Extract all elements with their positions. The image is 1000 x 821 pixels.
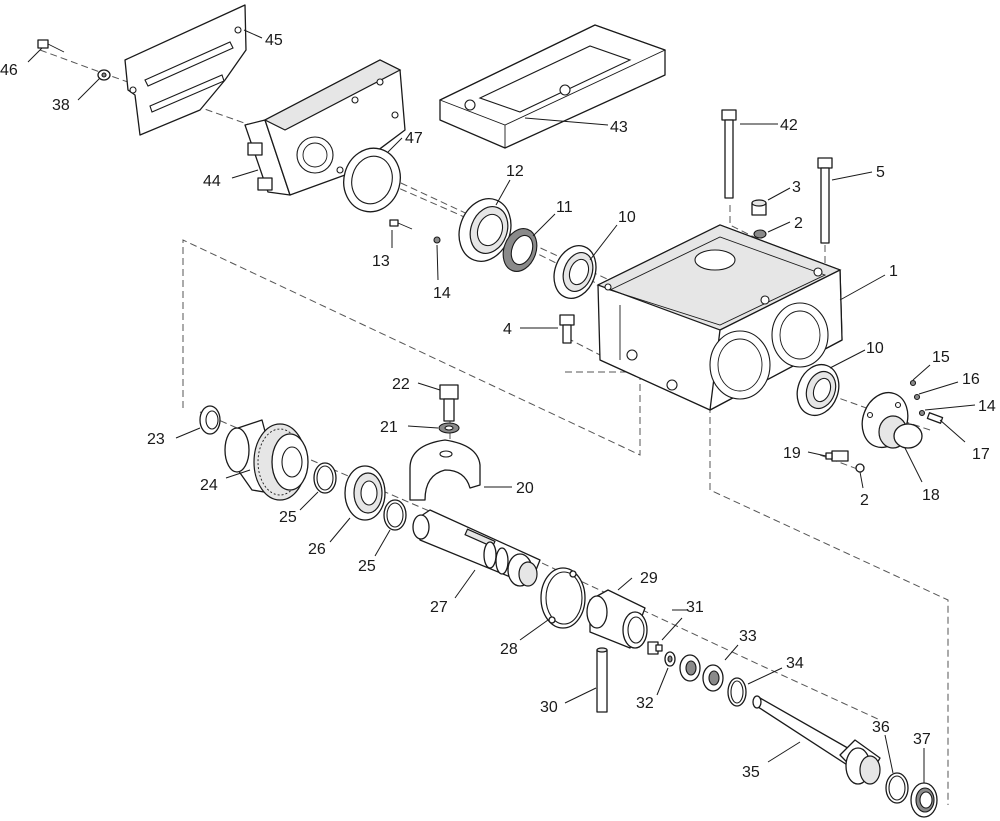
callout-21: 21 xyxy=(380,419,398,436)
part-10-ball-bearing-lower xyxy=(796,363,840,417)
assembly-axis-lines xyxy=(39,49,949,805)
callout-23: 23 xyxy=(147,431,165,448)
part-43-top-plate xyxy=(438,24,667,149)
part-37-seal xyxy=(910,782,938,818)
callout-26: 26 xyxy=(308,541,326,558)
part-22-screw xyxy=(439,384,459,422)
part-24-gear-hub xyxy=(224,419,309,501)
callout-19: 19 xyxy=(783,445,801,462)
part-21-washer xyxy=(438,422,460,434)
callout-43: 43 xyxy=(610,119,628,136)
callout-36: 36 xyxy=(872,719,890,736)
callout-45: 45 xyxy=(265,32,283,49)
part-26-ball-bearing xyxy=(344,465,386,521)
part-15-screw xyxy=(909,379,917,387)
callout-1: 1 xyxy=(889,263,898,280)
callout-3: 3 xyxy=(792,179,801,196)
callout-10-upper: 10 xyxy=(618,209,636,226)
callout-31: 31 xyxy=(686,599,704,616)
callout-10-lower: 10 xyxy=(866,340,884,357)
callout-4: 4 xyxy=(503,321,512,338)
callout-18: 18 xyxy=(922,487,940,504)
part-31-screw xyxy=(647,641,663,655)
part-16-washer xyxy=(913,393,921,401)
part-45-slotted-plate xyxy=(124,4,247,136)
part-27-input-shaft xyxy=(412,509,541,587)
callout-29: 29 xyxy=(640,570,658,587)
callout-44: 44 xyxy=(203,173,221,190)
callout-20: 20 xyxy=(516,480,534,497)
callout-27: 27 xyxy=(430,599,448,616)
part-4-screw xyxy=(559,314,575,344)
callout-37: 37 xyxy=(913,731,931,748)
part-25-circlip-left xyxy=(313,462,337,494)
part-32-washer xyxy=(664,651,676,667)
callout-46: 46 xyxy=(0,62,18,79)
callout-38: 38 xyxy=(52,97,70,114)
part-13-bolt xyxy=(389,219,413,230)
part-11-oil-seal xyxy=(502,228,538,272)
part-19-grease-nipple xyxy=(825,450,849,462)
part-28-snap-ring xyxy=(540,567,586,629)
callout-25-left: 25 xyxy=(279,509,297,526)
part-36-o-ring xyxy=(885,772,909,804)
part-23-bushing xyxy=(199,405,221,435)
callout-11: 11 xyxy=(556,199,573,216)
callout-13: 13 xyxy=(372,253,390,270)
part-2-washer-upper xyxy=(753,229,767,239)
part-38-washer xyxy=(97,69,111,81)
part-25-circlip-right xyxy=(383,499,407,531)
callout-14-left: 14 xyxy=(433,285,451,302)
part-2-washer-lower xyxy=(855,463,865,473)
callout-33: 33 xyxy=(739,628,757,645)
callout-labels: 45 46 38 44 43 47 12 11 10 13 14 42 3 2 … xyxy=(0,32,996,781)
part-14-lock-washer xyxy=(433,236,441,244)
part-12-bearing-flange xyxy=(458,198,512,262)
callout-47: 47 xyxy=(405,130,423,147)
callout-25-right: 25 xyxy=(358,558,376,575)
part-35-output-shaft xyxy=(752,695,881,785)
leader-lines xyxy=(27,29,976,783)
part-18-end-cap xyxy=(861,391,923,449)
part-5-long-bolt xyxy=(817,157,833,244)
callout-16: 16 xyxy=(962,371,980,388)
part-42-long-bolt xyxy=(721,109,737,199)
part-34-retaining-ring xyxy=(727,677,747,707)
callout-34: 34 xyxy=(786,655,804,672)
callout-35: 35 xyxy=(742,764,760,781)
part-1-gearbox-housing xyxy=(596,224,843,411)
part-44-mounting-bracket xyxy=(244,59,406,196)
callout-15: 15 xyxy=(932,349,950,366)
callout-24: 24 xyxy=(200,477,218,494)
callout-17: 17 xyxy=(972,446,990,463)
part-14-lock-washer-lower xyxy=(918,409,926,417)
part-47-gasket xyxy=(343,147,401,213)
callout-12: 12 xyxy=(506,163,524,180)
part-3-plug xyxy=(751,199,767,216)
callout-14-right: 14 xyxy=(978,398,996,415)
part-20-clamp-saddle xyxy=(409,439,481,501)
part-29-sleeve xyxy=(586,589,648,649)
callout-22: 22 xyxy=(392,376,410,393)
part-33-bearing xyxy=(679,654,724,692)
part-10-ball-bearing-upper xyxy=(553,245,597,299)
callout-5: 5 xyxy=(876,164,885,181)
part-17-bolt xyxy=(926,412,944,424)
callout-2-lower: 2 xyxy=(860,492,869,509)
callout-2-upper: 2 xyxy=(794,215,803,232)
part-30-pin xyxy=(596,647,608,713)
callout-28: 28 xyxy=(500,641,518,658)
callout-30: 30 xyxy=(540,699,558,716)
part-46-screw xyxy=(37,39,65,53)
callout-42: 42 xyxy=(780,117,798,134)
callout-32: 32 xyxy=(636,695,654,712)
